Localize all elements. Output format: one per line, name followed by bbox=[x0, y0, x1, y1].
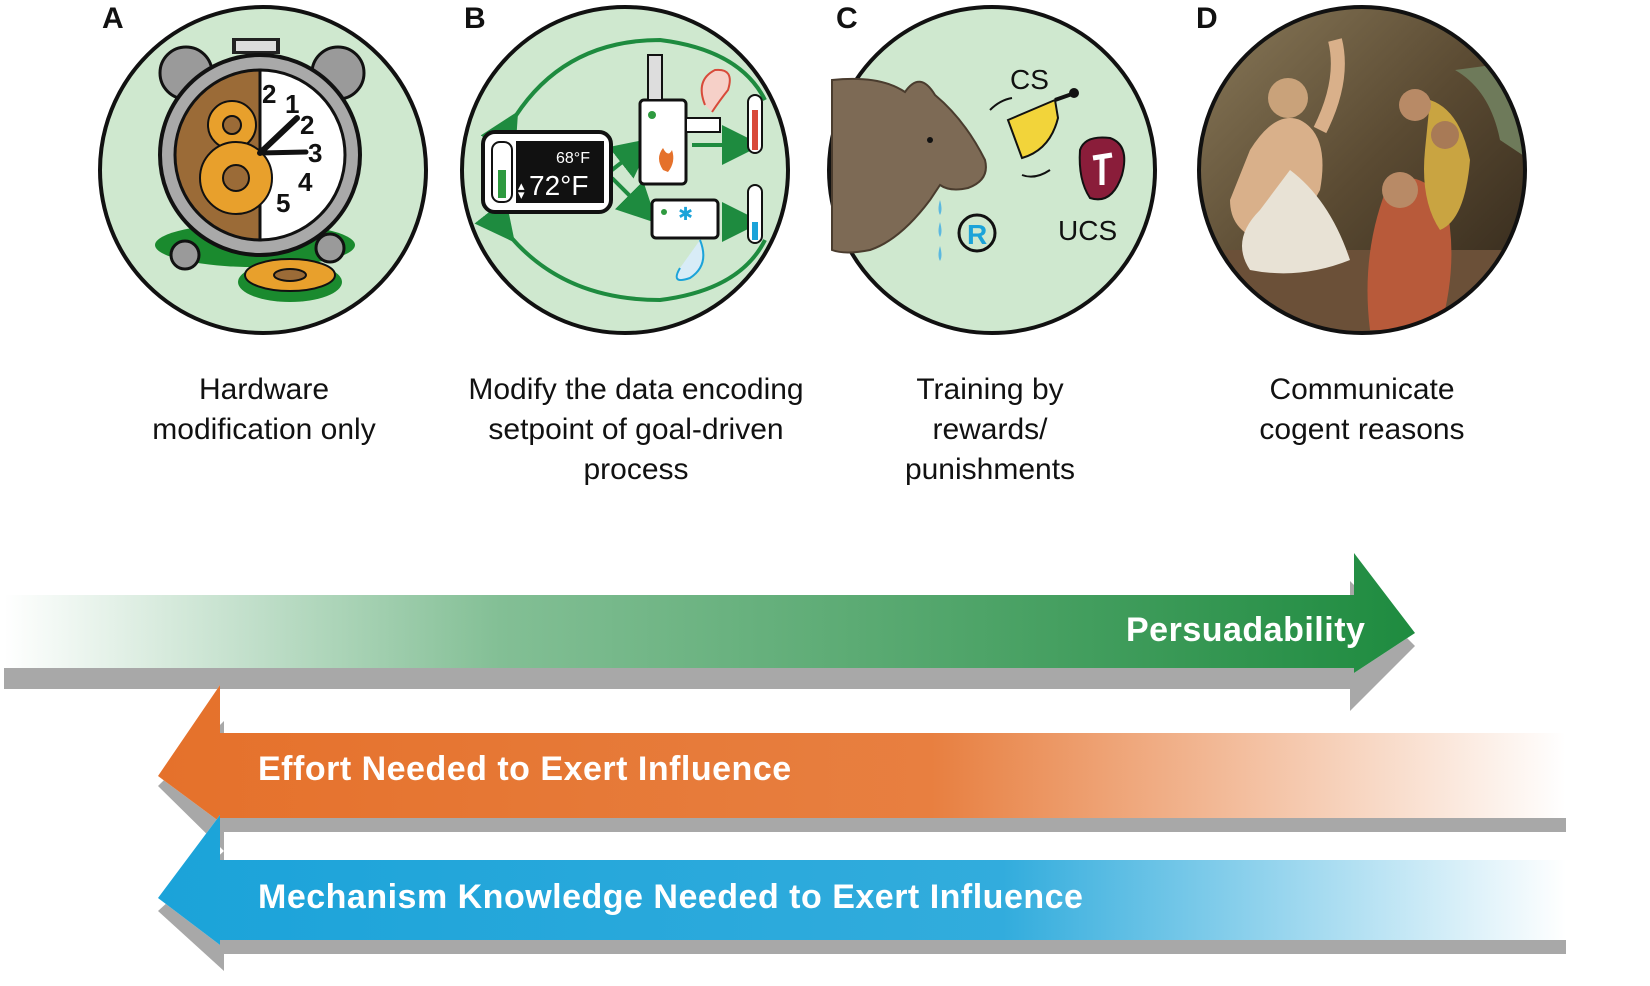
svg-text:▾: ▾ bbox=[518, 187, 525, 202]
panel-d-painting bbox=[1197, 5, 1527, 335]
caption-c-line-2: rewards/ bbox=[932, 413, 1048, 446]
caption-b-line-2: setpoint of goal-driven bbox=[488, 413, 784, 446]
air-conditioner-icon bbox=[650, 198, 720, 240]
caption-a: Hardware modification only bbox=[54, 370, 474, 450]
cs-label: CS bbox=[1010, 64, 1049, 95]
thermostat-setpoint-temp: 72°F bbox=[529, 170, 588, 201]
knowledge-arrow bbox=[158, 815, 1566, 971]
gear-icon bbox=[199, 100, 273, 215]
heat-plume-icon bbox=[700, 68, 731, 113]
thermostat-current-temp: 68°F bbox=[556, 150, 590, 167]
panel-letter-b: B bbox=[464, 2, 486, 35]
thermostat-display bbox=[516, 141, 604, 203]
persuadability-label: Persuadability bbox=[1126, 611, 1366, 649]
dog-icon bbox=[831, 77, 987, 254]
knowledge-label: Mechanism Knowledge Needed to Exert Infl… bbox=[258, 878, 1084, 916]
caption-b-line-3: process bbox=[583, 453, 689, 486]
clock-number-2: 2 bbox=[300, 110, 314, 140]
knowledge-arrow-body bbox=[158, 815, 1566, 945]
cold-air-icon bbox=[675, 239, 705, 281]
clock-face-half bbox=[258, 68, 347, 242]
caption-b-line-1: Modify the data encoding bbox=[468, 373, 804, 406]
response-badge bbox=[957, 213, 997, 253]
caption-d: Communicate cogent reasons bbox=[1152, 370, 1572, 450]
caption-d-line-2: cogent reasons bbox=[1259, 413, 1465, 446]
panel-a-clock: 2 1 2 3 4 5 bbox=[98, 5, 428, 335]
caption-b: Modify the data encoding setpoint of goa… bbox=[426, 370, 846, 490]
clock-hour-hand bbox=[257, 115, 300, 156]
panel-letter-a: A bbox=[102, 2, 124, 35]
panel-d-circle bbox=[1197, 5, 1527, 335]
setpoint-up-down-icon: ▴ bbox=[518, 178, 525, 193]
sound-wave-icon bbox=[989, 97, 1013, 111]
cold-thermometer-icon bbox=[747, 184, 763, 244]
caption-c-line-1: Training by bbox=[916, 373, 1064, 406]
feedback-arrow-bottom bbox=[474, 198, 767, 303]
persuadability-arrow-body bbox=[4, 553, 1415, 673]
effort-label: Effort Needed to Exert Influence bbox=[258, 750, 792, 788]
caption-c-line-3: punishments bbox=[904, 453, 1076, 486]
listener-red-robe bbox=[1367, 177, 1452, 330]
panel-c-conditioning: R CS UCS bbox=[827, 5, 1157, 335]
feedback-arrow-top bbox=[480, 37, 767, 156]
clock-number-12: 2 bbox=[262, 79, 276, 109]
response-label: R bbox=[967, 219, 987, 250]
panel-letter-c: C bbox=[836, 2, 858, 35]
clock-number-4: 4 bbox=[298, 167, 313, 197]
caption-a-line-2: modification only bbox=[152, 413, 376, 446]
clock-number-5: 5 bbox=[276, 188, 290, 218]
effort-arrow bbox=[158, 685, 1566, 851]
furnace-icon bbox=[638, 98, 688, 186]
caption-d-line-1: Communicate bbox=[1269, 373, 1455, 406]
saliva-drop-icon bbox=[938, 200, 942, 215]
clock-number-3: 3 bbox=[308, 138, 322, 168]
snowflake-icon: ✱ bbox=[678, 204, 693, 224]
flame-icon bbox=[659, 148, 674, 172]
panel-b-thermostat: 68°F 72°F ▴ ▾ ✱ bbox=[460, 5, 790, 335]
dog-eye bbox=[927, 137, 933, 143]
effort-arrow-body bbox=[158, 685, 1566, 822]
persuadability-arrow bbox=[4, 553, 1415, 711]
clock-number-1: 1 bbox=[285, 89, 299, 119]
caption-a-line-1: Hardware bbox=[198, 373, 330, 406]
ucs-label: UCS bbox=[1058, 215, 1117, 246]
white-robe bbox=[1242, 170, 1350, 274]
bell-icon bbox=[1006, 98, 1060, 160]
clock-minute-hand bbox=[257, 149, 309, 156]
panel-letter-d: D bbox=[1196, 2, 1218, 35]
caption-c: Training by rewards/ punishments bbox=[780, 370, 1200, 490]
